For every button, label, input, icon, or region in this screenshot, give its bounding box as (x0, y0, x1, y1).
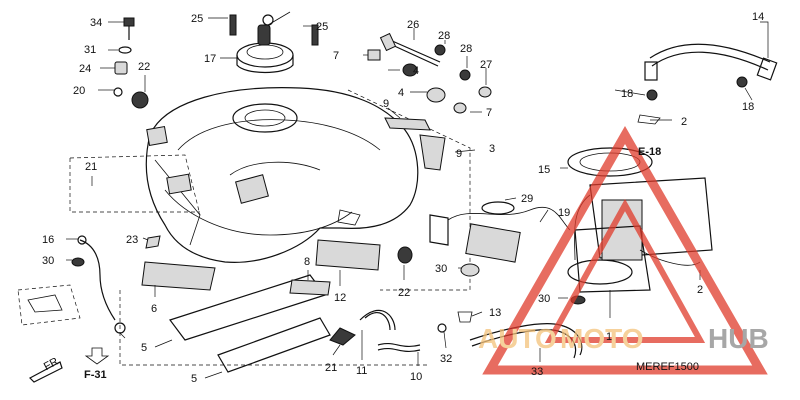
callout: 4 (413, 65, 419, 77)
callout: 26 (407, 19, 419, 31)
side-pads (384, 117, 446, 171)
callout: 23 (126, 234, 138, 246)
diagram-code: MEREF1500 (636, 361, 699, 373)
callout: 17 (204, 53, 216, 65)
callout: 13 (489, 307, 501, 319)
vent-hose (637, 43, 778, 125)
callout-labels: 1 2 2 3 4 4 5 5 6 7 7 8 9 9 10 11 12 13 … (42, 11, 764, 385)
callout: 7 (486, 107, 492, 119)
callout: 28 (438, 30, 450, 42)
callout: 28 (460, 43, 472, 55)
watermark-triangle (482, 125, 768, 375)
callout: 18 (621, 88, 633, 100)
callout: 5 (141, 342, 147, 354)
callout: 20 (73, 85, 85, 97)
callout: 31 (84, 44, 96, 56)
fuel-cap (229, 11, 319, 74)
callout: 22 (398, 287, 410, 299)
front-label: FR. (42, 354, 63, 373)
callout: 15 (538, 164, 550, 176)
callout: 8 (304, 256, 310, 268)
callout: 30 (538, 293, 550, 305)
callout: 2 (697, 284, 703, 296)
callout: 18 (742, 101, 754, 113)
callout: 25 (191, 13, 203, 25)
callout: 10 (410, 371, 422, 383)
leader-lines (66, 17, 769, 379)
callout: 30 (42, 255, 54, 267)
callout: 5 (191, 373, 197, 385)
frame-ref-box (17, 284, 110, 383)
callout: 2 (681, 116, 687, 128)
hardware-left (113, 17, 149, 109)
callout: 6 (151, 303, 157, 315)
fuel-tank (145, 87, 419, 263)
callout: 9 (383, 98, 389, 110)
callout: 21 (85, 161, 97, 173)
ref-label: E-18 (638, 146, 661, 158)
callout: 1 (606, 331, 612, 343)
pads (141, 235, 381, 373)
callout: 25 (316, 21, 328, 33)
watermark-text-3: HUB (708, 323, 769, 354)
callout: 21 (325, 362, 337, 374)
callout: 19 (558, 207, 570, 219)
callout: 32 (440, 353, 452, 365)
callout: 14 (752, 11, 764, 23)
callout: 11 (356, 365, 367, 377)
callout: 34 (90, 17, 102, 29)
callout: 9 (456, 148, 462, 160)
callout: 33 (531, 366, 543, 378)
hoses (359, 309, 421, 353)
callout: 4 (398, 87, 404, 99)
watermark-text-2: MOTO (560, 323, 643, 354)
watermark-text-1: AUTO (478, 323, 557, 354)
breather-wire (71, 235, 126, 334)
callout: 16 (42, 234, 54, 246)
hardware-center (367, 32, 492, 114)
callout: 29 (521, 193, 533, 205)
watermark-triangle-inner (544, 198, 706, 343)
callout: 22 (138, 61, 150, 73)
callout: 27 (480, 59, 492, 71)
callout: 24 (79, 63, 91, 75)
watermark: AUTO MOTO HUB (478, 125, 769, 375)
callout: 7 (333, 50, 339, 62)
frame-ref-label: F-31 (84, 369, 107, 381)
callout: 30 (435, 263, 447, 275)
callout: 3 (489, 143, 495, 155)
fuel-sensor (397, 201, 571, 277)
callout: 12 (334, 292, 346, 304)
